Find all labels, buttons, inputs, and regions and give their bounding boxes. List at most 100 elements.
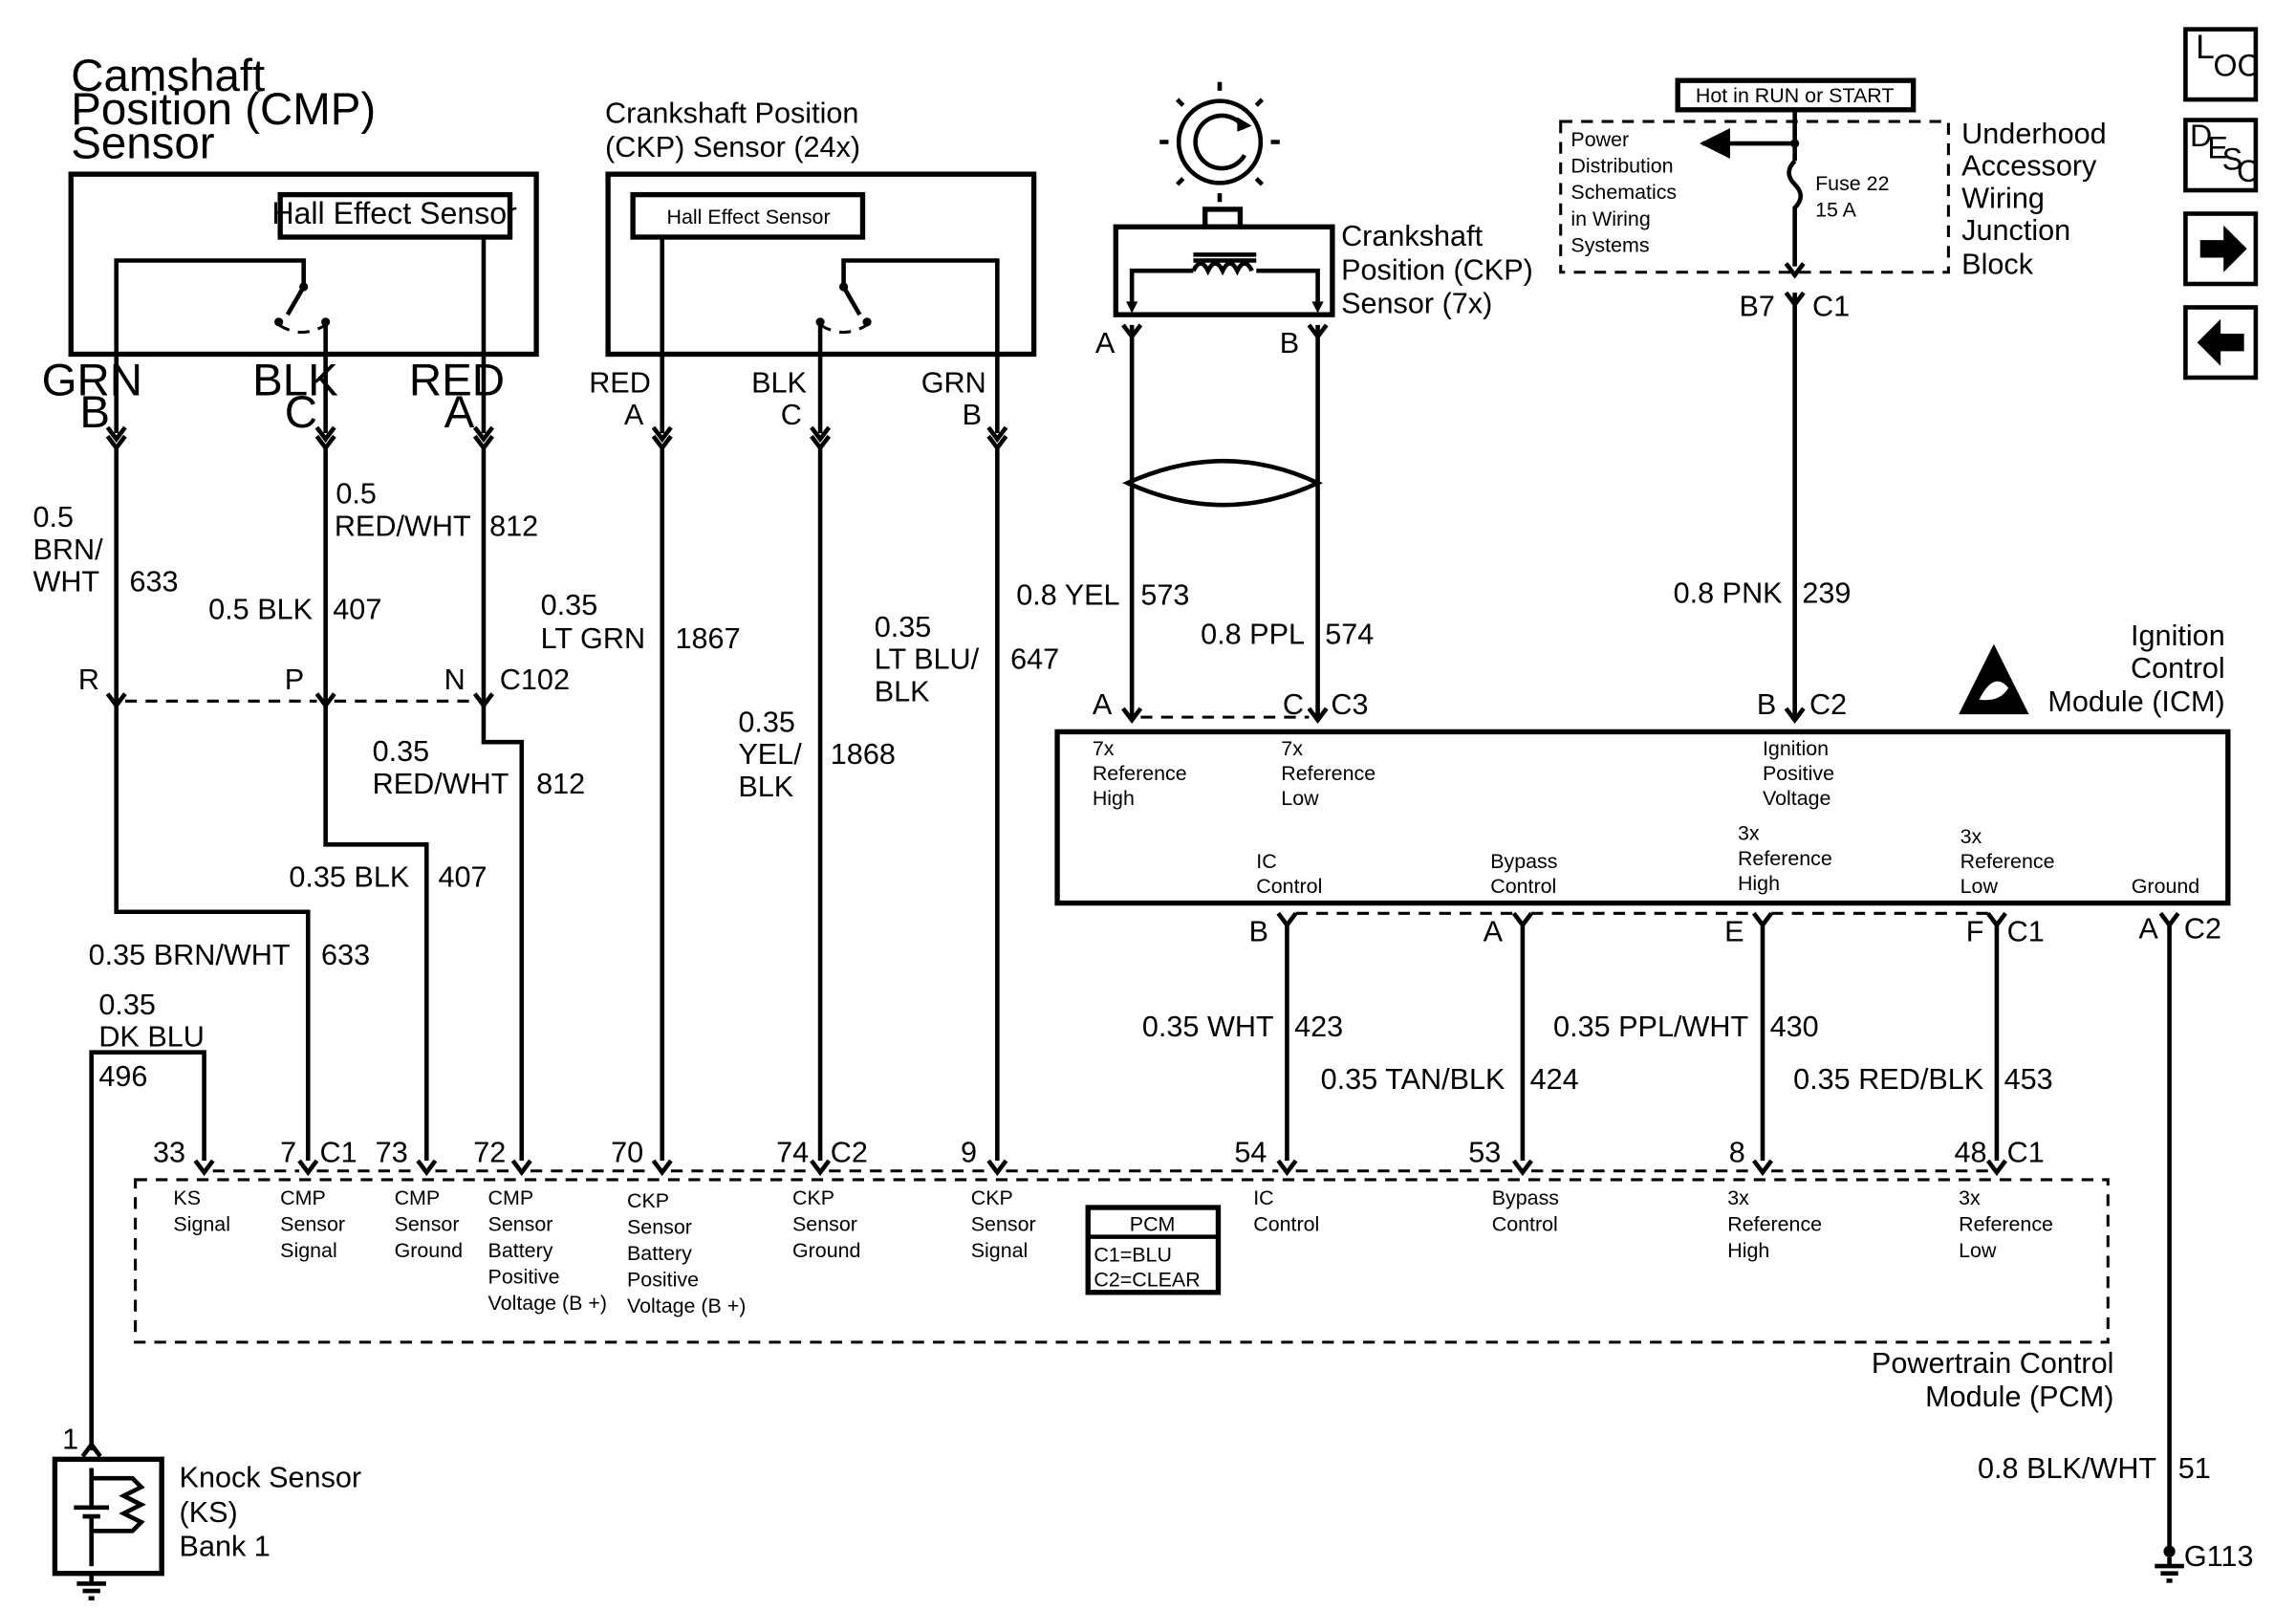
svg-text:High: High	[1727, 1239, 1769, 1262]
svg-text:RED/WHT: RED/WHT	[335, 510, 471, 542]
svg-text:7: 7	[280, 1137, 296, 1169]
svg-text:Ground: Ground	[395, 1239, 463, 1262]
svg-text:51: 51	[2178, 1452, 2211, 1485]
svg-text:3x: 3x	[1727, 1186, 1749, 1209]
next-button[interactable]	[2183, 211, 2259, 287]
svg-text:0.35 WHT: 0.35 WHT	[1142, 1011, 1274, 1043]
svg-text:72: 72	[473, 1137, 506, 1169]
svg-text:Crankshaft Position: Crankshaft Position	[605, 98, 858, 130]
svg-text:BLK: BLK	[738, 771, 793, 803]
svg-text:CMP: CMP	[488, 1186, 534, 1209]
svg-text:Signal: Signal	[280, 1239, 337, 1262]
svg-text:A: A	[1093, 688, 1113, 721]
svg-text:C1: C1	[1812, 291, 1850, 323]
svg-text:3x: 3x	[1960, 825, 1982, 848]
svg-text:Module (ICM): Module (ICM)	[2047, 685, 2224, 718]
svg-text:Bank 1: Bank 1	[180, 1530, 271, 1562]
svg-text:E: E	[1724, 915, 1744, 947]
svg-text:Bypass: Bypass	[1492, 1186, 1559, 1209]
svg-text:0.5: 0.5	[336, 478, 377, 511]
svg-text:Positive: Positive	[488, 1266, 560, 1289]
svg-text:S: S	[2222, 142, 2242, 177]
nav-buttons: L OC D E S C	[2183, 27, 2260, 381]
svg-text:CKP: CKP	[627, 1189, 669, 1212]
svg-text:Crankshaft: Crankshaft	[1341, 220, 1484, 252]
svg-text:Systems: Systems	[1570, 233, 1649, 256]
svg-text:0.35: 0.35	[541, 589, 598, 621]
svg-text:C102: C102	[500, 664, 570, 696]
svg-text:Low: Low	[1960, 875, 1999, 898]
svg-text:Voltage: Voltage	[1763, 787, 1830, 810]
svg-text:Powertrain Control: Powertrain Control	[1872, 1347, 2113, 1380]
svg-text:7x: 7x	[1093, 737, 1115, 760]
svg-text:OC: OC	[2214, 49, 2260, 83]
svg-text:A: A	[1095, 327, 1116, 359]
svg-text:Sensor: Sensor	[627, 1216, 692, 1239]
svg-text:3x: 3x	[1738, 822, 1760, 845]
cmp-sensor: Camshaft Position (CMP) Sensor Hall Effe…	[42, 51, 539, 438]
svg-text:C: C	[2237, 154, 2259, 188]
svg-text:Power: Power	[1570, 128, 1629, 151]
svg-text:A: A	[1484, 915, 1504, 947]
esd-warning-icon	[1959, 643, 2029, 715]
svg-text:C2=CLEAR: C2=CLEAR	[1094, 1269, 1200, 1292]
svg-text:C3: C3	[1331, 688, 1368, 721]
svg-text:GRN: GRN	[42, 355, 142, 405]
svg-text:574: 574	[1325, 619, 1374, 651]
svg-text:A: A	[624, 399, 644, 431]
svg-text:Block: Block	[1961, 248, 2034, 280]
svg-text:Reference: Reference	[1093, 762, 1187, 785]
svg-text:LT BLU/: LT BLU/	[875, 643, 980, 676]
reluctor-wheel-icon	[1159, 81, 1280, 203]
svg-text:73: 73	[376, 1137, 408, 1169]
svg-text:Wiring: Wiring	[1961, 182, 2045, 214]
desc-button[interactable]: D E S C	[2183, 118, 2259, 193]
svg-text:0.8 PPL: 0.8 PPL	[1201, 619, 1305, 651]
svg-text:DK BLU: DK BLU	[98, 1021, 205, 1054]
svg-text:C: C	[1283, 688, 1304, 721]
prev-button[interactable]	[2183, 305, 2259, 381]
svg-text:407: 407	[439, 861, 487, 894]
svg-text:Distribution: Distribution	[1570, 155, 1673, 178]
svg-text:CKP: CKP	[971, 1186, 1013, 1209]
svg-text:Positive: Positive	[1763, 762, 1834, 785]
svg-text:0.35 PPL/WHT: 0.35 PPL/WHT	[1553, 1011, 1748, 1043]
svg-text:RED: RED	[589, 366, 651, 399]
svg-text:Sensor: Sensor	[71, 118, 215, 168]
svg-text:9: 9	[961, 1137, 977, 1169]
svg-text:Battery: Battery	[627, 1242, 692, 1265]
svg-text:High: High	[1738, 872, 1780, 895]
svg-text:Accessory: Accessory	[1961, 150, 2097, 183]
svg-text:B: B	[1280, 327, 1299, 359]
svg-text:Knock Sensor: Knock Sensor	[180, 1461, 362, 1493]
svg-text:Sensor: Sensor	[971, 1212, 1036, 1235]
svg-text:C1: C1	[320, 1137, 357, 1169]
svg-text:1868: 1868	[831, 738, 896, 771]
svg-text:C: C	[781, 399, 802, 431]
svg-text:B: B	[1249, 915, 1268, 947]
powertrain-control-module: 33 7 C1 73 72 70 74 C2 9 54 53 8 48 C1 K…	[134, 1137, 2113, 1413]
svg-text:in Wiring: in Wiring	[1570, 207, 1650, 230]
svg-text:G113: G113	[2184, 1540, 2254, 1573]
loc-button[interactable]: L OC	[2183, 27, 2260, 102]
svg-text:YEL/: YEL/	[738, 738, 802, 771]
svg-text:0.35 RED/BLK: 0.35 RED/BLK	[1793, 1063, 1984, 1096]
svg-text:Sensor: Sensor	[280, 1212, 345, 1235]
connector-c102: R P N C102	[78, 664, 570, 709]
svg-text:Low: Low	[1959, 1239, 1997, 1262]
lower-left-wires: 0.35 RED/WHT 812 0.35 BLK 407 0.35 BRN/W…	[89, 705, 585, 1451]
svg-text:N: N	[444, 664, 466, 696]
svg-text:3x: 3x	[1959, 1186, 1981, 1209]
svg-text:PCM: PCM	[1130, 1212, 1176, 1235]
svg-text:Hall Effect Sensor: Hall Effect Sensor	[271, 196, 517, 230]
svg-text:7x: 7x	[1281, 737, 1303, 760]
svg-text:1867: 1867	[676, 622, 741, 655]
svg-text:Sensor: Sensor	[792, 1212, 857, 1235]
svg-text:33: 33	[153, 1137, 185, 1169]
ground-g113: 0.8 BLK/WHT 51 G113	[1978, 1452, 2254, 1583]
svg-text:Hot in RUN or START: Hot in RUN or START	[1696, 84, 1895, 107]
svg-text:Voltage (B +): Voltage (B +)	[627, 1295, 746, 1317]
svg-text:(CKP) Sensor (24x): (CKP) Sensor (24x)	[605, 131, 860, 163]
svg-text:L: L	[2196, 29, 2215, 66]
